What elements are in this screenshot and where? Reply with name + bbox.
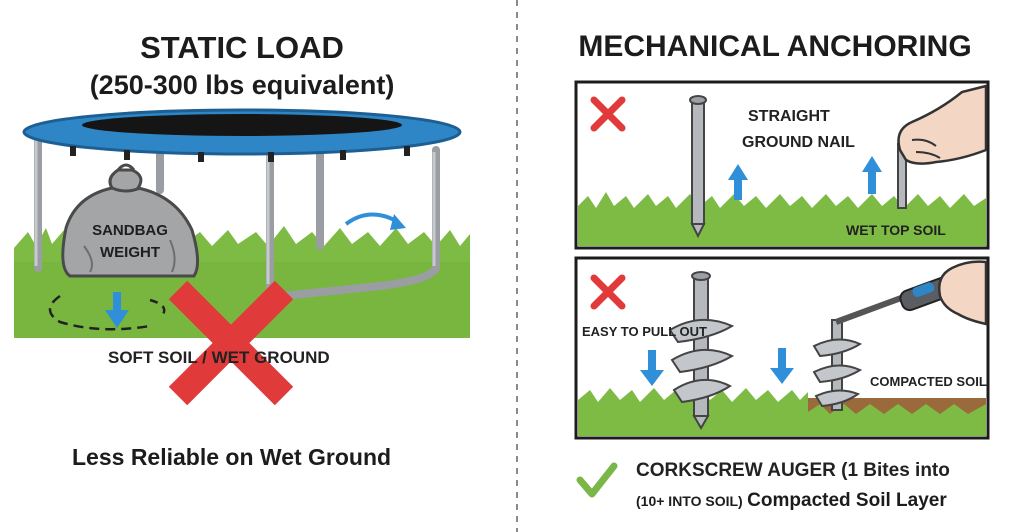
check-icon <box>576 462 618 498</box>
mechanical-anchoring-title: MECHANICAL ANCHORING <box>578 30 972 63</box>
sandbag <box>61 168 199 278</box>
arrow-down-icon <box>640 350 664 386</box>
arrow-up-icon <box>728 164 748 200</box>
auger-panel <box>574 256 990 440</box>
static-load-subtitle: (250-300 lbs equivalent) <box>89 70 395 100</box>
curved-arrow-icon <box>344 212 399 226</box>
static-load-footer: Less Reliable on Wet Ground <box>72 444 392 470</box>
wet-top-soil-label: WET TOP SOIL <box>846 222 946 238</box>
red-x-icon <box>168 280 294 406</box>
arrow-up-icon <box>862 156 882 194</box>
easy-pull-label: EASY TO PULL OUT <box>582 324 707 339</box>
compacted-soil-label: COMPACTED SOIL <box>870 374 987 389</box>
straight-nail-panel <box>574 80 990 250</box>
static-load-scene <box>14 108 470 406</box>
sandbag-label-line1: SANDBAG <box>92 222 168 239</box>
hand <box>938 260 988 326</box>
auger-footer-line2: (10+ INTO SOIL) Compacted Soil Layer <box>636 490 947 512</box>
red-x-icon <box>590 96 626 132</box>
straight-nail-label-line2: GROUND NAIL <box>742 134 855 151</box>
arrow-down-icon <box>770 348 794 384</box>
sandbag-label-line2: WEIGHT <box>100 244 160 261</box>
straight-nail-label-line1: STRAIGHT <box>748 108 830 125</box>
soft-soil-label: SOFT SOIL / WET GROUND <box>108 348 330 367</box>
auger-footer-rest: Compacted Soil Layer <box>747 490 947 511</box>
static-load-title: STATIC LOAD <box>140 30 344 65</box>
ground-nail <box>691 99 705 225</box>
auger-footer-small: (10+ INTO SOIL) <box>636 493 743 509</box>
sink-swirl <box>48 294 151 331</box>
auger-flights <box>668 318 735 404</box>
red-x-icon <box>590 274 626 310</box>
arrow-down-icon <box>105 292 129 328</box>
auger-footer-line1: CORKSCREW AUGER (1 Bites into <box>636 460 950 481</box>
hand <box>897 84 988 165</box>
trampoline-mat <box>82 114 402 136</box>
